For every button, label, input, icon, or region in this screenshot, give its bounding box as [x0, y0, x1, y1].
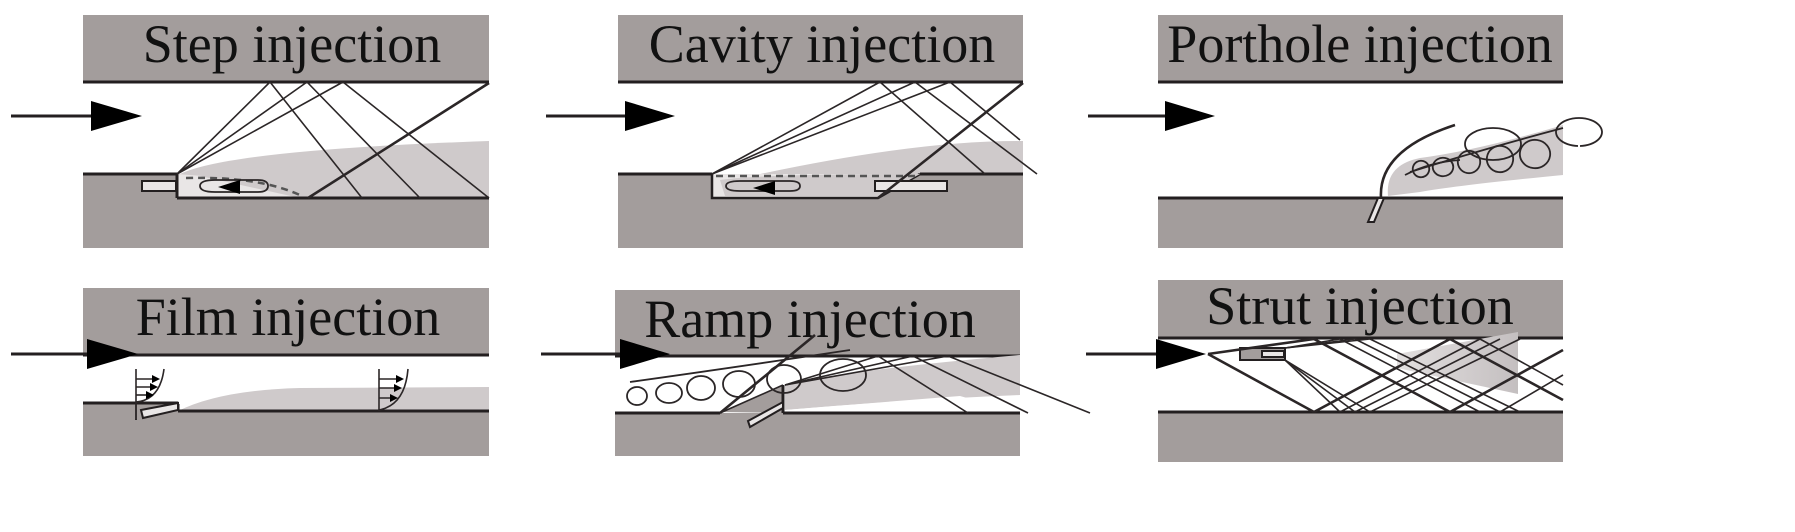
upper-wall: [1158, 15, 1563, 81]
reflected-shock: [1449, 337, 1564, 402]
upper-wall: [83, 288, 489, 354]
reflected-shock: [949, 81, 1021, 141]
shock-wave: [176, 81, 308, 175]
injector-port: [1366, 197, 1386, 223]
flow-direction-arrow-icon: [91, 101, 142, 131]
shear-layer: [185, 176, 303, 198]
panel-step-injection: Step injection: [11, 14, 490, 248]
shock-wave: [176, 81, 271, 175]
panel-porthole-injection: Porthole injection: [1088, 14, 1603, 248]
reattachment-shock: [877, 81, 1024, 200]
profile-arrowhead-icon: [390, 394, 398, 402]
reflected-wave: [1499, 374, 1564, 413]
reflected-wave: [1479, 338, 1564, 386]
recirculation-vortex: [199, 179, 269, 193]
reattachment-shock: [307, 81, 490, 200]
reflected-wave: [1354, 338, 1501, 413]
upper-wall: [615, 290, 1020, 356]
reflected-shock: [306, 81, 421, 199]
reflected-wave: [1339, 338, 1481, 413]
profile-arrowhead-icon: [396, 375, 404, 383]
fuel-plume: [760, 140, 1023, 174]
profile-arrowhead-icon: [150, 383, 158, 391]
lower-wall: [615, 413, 1020, 456]
profile-arrowhead-icon: [152, 375, 160, 383]
shock-wave: [711, 81, 951, 175]
lower-wall: [1158, 412, 1563, 462]
profile-arrowhead-icon: [394, 384, 402, 392]
large-vortex: [1464, 127, 1522, 161]
upper-wall: [618, 15, 1023, 81]
injector-slot: [141, 180, 177, 192]
reflected-wave: [1369, 338, 1521, 413]
upper-wall: [83, 15, 489, 81]
reflected-shock: [912, 355, 1029, 414]
panel-title: Porthole injection: [1167, 14, 1552, 74]
shock-wave: [784, 355, 914, 386]
expansion-wave: [1284, 359, 1341, 413]
step-lip: [83, 403, 177, 413]
film-slot: [139, 401, 179, 420]
strut-injector: [1261, 350, 1285, 358]
profile-curve: [378, 368, 409, 411]
reflected-shock: [269, 81, 363, 199]
reflected-shock: [877, 355, 969, 414]
profile-arrowhead-icon: [146, 391, 154, 399]
upper-wall: [1158, 280, 1563, 338]
leading-shock-upper: [1207, 337, 1315, 356]
flow-direction-arrow-icon: [1156, 339, 1206, 369]
flow-direction-arrow-icon: [625, 101, 675, 131]
reflected-shock: [1449, 348, 1564, 414]
leading-shock-lower: [1207, 352, 1315, 414]
injector-slot: [746, 400, 784, 429]
ramp-base: [719, 413, 782, 447]
profile-curve: [135, 368, 165, 403]
vortex-train: [626, 349, 867, 406]
panel-strut-injection: Strut injection: [1086, 276, 1564, 462]
panel-title: Film injection: [136, 287, 441, 347]
expansion-wave: [1284, 338, 1371, 349]
panel-ramp-injection: Ramp injection: [541, 289, 1091, 456]
shock-wave: [176, 81, 344, 175]
reflected-shock: [342, 81, 490, 199]
panel-film-injection: Film injection: [11, 287, 489, 456]
flow-direction-arrow-icon: [620, 339, 670, 369]
recirculation-vortex: [725, 180, 801, 192]
lower-wall: [1158, 198, 1563, 248]
panel-title: Cavity injection: [649, 14, 995, 74]
reflected-shock: [879, 81, 986, 175]
reflected-shock: [947, 355, 1091, 414]
bow-shock: [1379, 123, 1456, 199]
recirculation-arrow-icon: [753, 181, 775, 195]
flow-direction-arrow-icon: [1165, 101, 1215, 131]
velocity-profile-downstream: [378, 368, 409, 411]
film-layer: [178, 387, 489, 411]
expansion-wave: [1284, 359, 1356, 413]
shock-wave: [711, 81, 881, 175]
panel-title: Strut injection: [1206, 276, 1513, 336]
reflected-shock: [914, 81, 1038, 175]
fuel-plume: [1397, 332, 1518, 394]
lower-wall: [83, 411, 489, 456]
panel-title: Step injection: [143, 14, 441, 74]
velocity-profile-upstream: [135, 368, 165, 420]
shock-wave: [784, 355, 949, 386]
flow-direction-arrow-icon: [87, 339, 138, 369]
injector-slot: [874, 180, 948, 192]
panel-cavity-injection: Cavity injection: [546, 14, 1038, 248]
vortex-envelope: [1409, 127, 1564, 173]
reflected-shock: [1313, 337, 1451, 414]
recirculation-arrow-icon: [218, 180, 240, 194]
fuel-plume: [785, 355, 1020, 410]
shock-wave: [711, 81, 916, 175]
fuel-plume: [1387, 125, 1563, 196]
